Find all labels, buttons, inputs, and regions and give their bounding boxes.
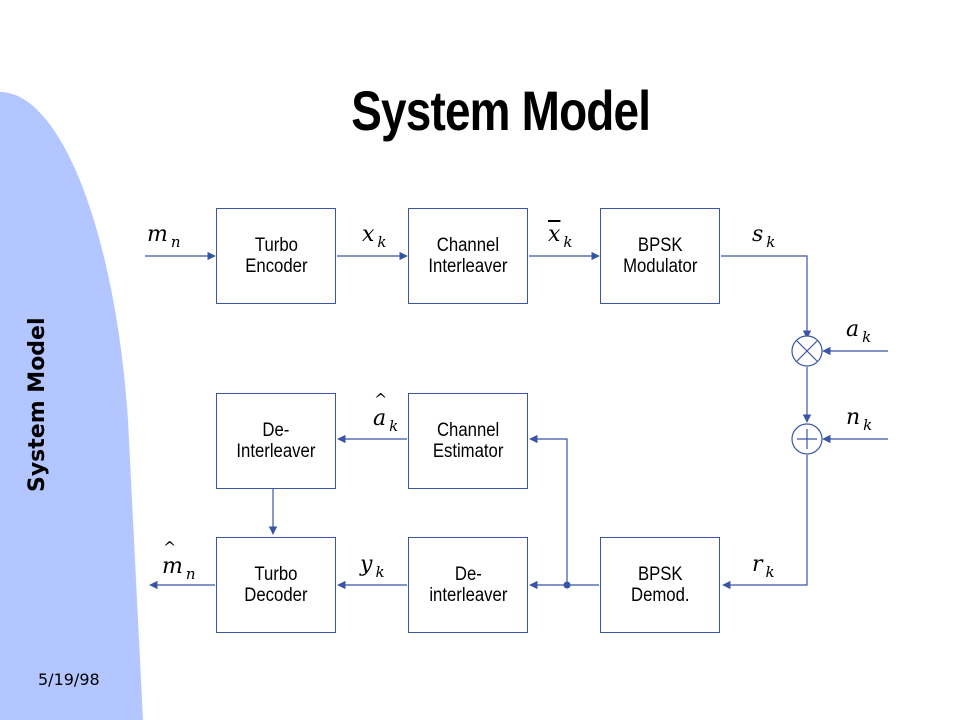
signal-ahat-k: ak: [373, 390, 399, 435]
de-interleaver-lower-label: De- interleaver: [428, 564, 508, 606]
multiplier-cross-b: [796, 340, 818, 362]
junction-dot: [563, 581, 571, 589]
turbo-decoder-block: Turbo Decoder: [216, 537, 336, 633]
signal-r-k-base: r: [752, 552, 763, 577]
signal-s-k-sub: k: [766, 233, 776, 251]
bpsk-demod-block: BPSK Demod.: [600, 537, 720, 633]
signal-s-k-base: s: [752, 222, 764, 247]
de-interleaver-lower-block: De- interleaver: [408, 537, 528, 633]
signal-x-k-base: x: [362, 222, 375, 247]
signal-y-k-sub: k: [375, 563, 385, 581]
wire-s-k: [721, 255, 812, 339]
turbo-encoder-label: Turbo Encoder: [244, 235, 308, 277]
signal-mhat-n: mn: [162, 538, 196, 583]
signal-a-k-sub: k: [862, 328, 872, 346]
channel-interleaver-block: Channel Interleaver: [408, 208, 528, 304]
signal-r-k-sub: k: [765, 563, 775, 581]
signal-mhat-n-sub: n: [185, 565, 196, 583]
wire-to-estimator: [529, 434, 568, 585]
signal-a-k-base: a: [846, 317, 860, 342]
signal-n-k-sub: k: [863, 416, 873, 434]
de-interleaver-upper-block: De- Interleaver: [216, 393, 336, 489]
bpsk-modulator-label: BPSK Modulator: [622, 235, 698, 277]
turbo-decoder-label: Turbo Decoder: [244, 564, 308, 606]
bpsk-demod-label: BPSK Demod.: [630, 564, 690, 606]
signal-xbar-k-base: x: [548, 222, 561, 247]
turbo-encoder-block: Turbo Encoder: [216, 208, 336, 304]
slide-date: 5/19/98: [38, 670, 100, 689]
channel-estimator-label: Channel Estimator: [432, 420, 504, 462]
channel-estimator-block: Channel Estimator: [408, 393, 528, 489]
signal-x-k-sub: k: [377, 233, 387, 251]
signal-xbar-k-sub: k: [563, 233, 573, 251]
bpsk-modulator-block: BPSK Modulator: [600, 208, 720, 304]
signal-mhat-n-base: m: [162, 538, 183, 579]
de-interleaver-upper-label: De- Interleaver: [236, 420, 316, 462]
slide-title: System Model: [351, 79, 651, 142]
signal-ahat-k-sub: k: [389, 417, 399, 435]
signal-ahat-k-base: a: [373, 390, 388, 431]
signal-y-k-base: y: [360, 552, 373, 577]
channel-interleaver-label: Channel Interleaver: [428, 235, 508, 277]
wire-r-k: [722, 455, 808, 590]
signal-n-k-base: n: [846, 405, 861, 430]
signal-m-n-base: m: [147, 222, 168, 247]
signal-m-n-sub: n: [170, 233, 181, 251]
